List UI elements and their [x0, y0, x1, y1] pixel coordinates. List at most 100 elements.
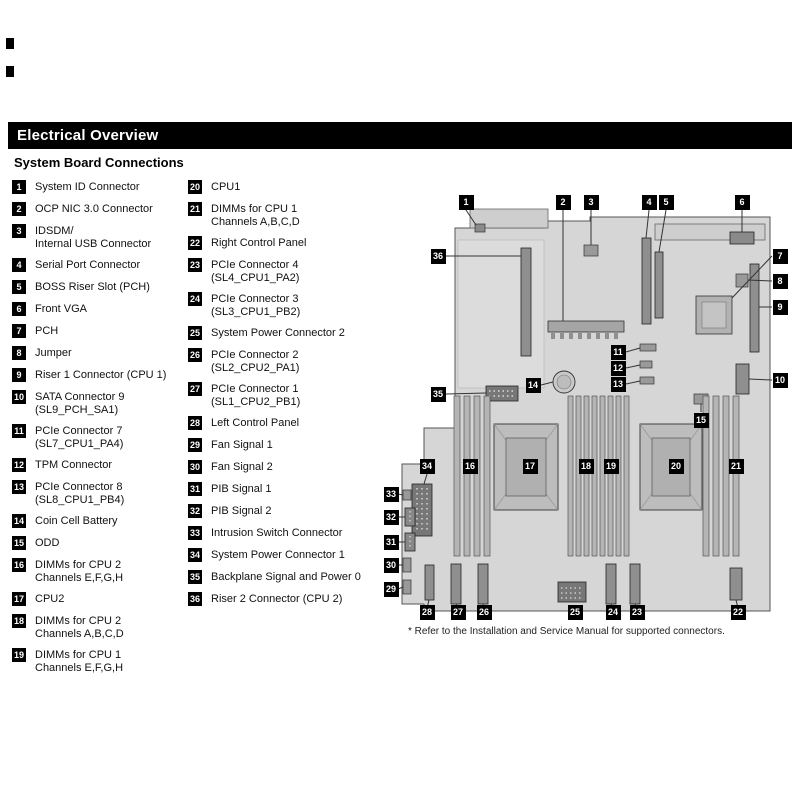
- print-mark: [6, 38, 14, 49]
- pcie8-connector: [639, 376, 655, 385]
- legend-label-14: Coin Cell Battery: [35, 515, 118, 527]
- legend-label-22: Right Control Panel: [211, 237, 307, 249]
- diagram-callout-23: 23: [629, 604, 645, 620]
- legend-badge-20: 20: [188, 180, 202, 194]
- legend-item-7: 7 PCH: [12, 324, 188, 338]
- diagram-callout-19: 19: [603, 458, 619, 474]
- diagram-callout-20: 20: [668, 458, 684, 474]
- legend-label-35: Backplane Signal and Power 0: [211, 571, 361, 583]
- legend-label-34: System Power Connector 1: [211, 549, 345, 561]
- diagram-callout-33: 33: [383, 486, 399, 502]
- legend-badge-8: 8: [12, 346, 26, 360]
- diagram-callout-16: 16: [462, 458, 478, 474]
- legend-label-1: System ID Connector: [35, 181, 140, 193]
- diagram-callout-29: 29: [383, 581, 399, 597]
- dimm-bank-cpu2-efgh: [453, 395, 491, 557]
- legend-item-3: 3 IDSDM/ Internal USB Connector: [12, 224, 188, 250]
- legend-label-33: Intrusion Switch Connector: [211, 527, 343, 539]
- diagram-callout-28: 28: [419, 604, 435, 620]
- serial-port-slot: [641, 237, 652, 325]
- rear-bracket-left: [469, 208, 549, 229]
- legend-label-11: PCIe Connector 7 (SL7_CPU1_PA4): [35, 425, 124, 450]
- legend-badge-7: 7: [12, 324, 26, 338]
- legend-badge-34: 34: [188, 548, 202, 562]
- diagram-callout-35: 35: [430, 386, 446, 402]
- legend-label-6: Front VGA: [35, 303, 87, 315]
- legend-label-16: DIMMs for CPU 2 Channels E,F,G,H: [35, 559, 124, 584]
- pcie1-slot: [450, 563, 462, 605]
- legend-badge-17: 17: [12, 592, 26, 606]
- legend-badge-4: 4: [12, 258, 26, 272]
- jumper: [735, 273, 749, 288]
- legend-label-8: Jumper: [35, 347, 72, 359]
- legend-badge-5: 5: [12, 280, 26, 294]
- diagram-callout-22: 22: [730, 604, 746, 620]
- footnote: * Refer to the Installation and Service …: [408, 626, 725, 637]
- legend-label-20: CPU1: [211, 181, 241, 193]
- tpm-connector: [639, 360, 653, 369]
- section-heading: System Board Connections: [14, 155, 184, 170]
- legend-item-29: 29 Fan Signal 1: [188, 438, 380, 452]
- legend-label-7: PCH: [35, 325, 59, 337]
- legend-badge-19: 19: [12, 648, 26, 662]
- legend-item-20: 20 CPU1: [188, 180, 380, 194]
- diagram-callout-25: 25: [567, 604, 583, 620]
- legend-badge-2: 2: [12, 202, 26, 216]
- system-id-connector: [474, 223, 486, 233]
- pcie4-slot: [629, 563, 641, 605]
- legend-label-23: PCIe Connector 4 (SL4_CPU1_PA2): [211, 259, 300, 284]
- diagram-callout-18: 18: [578, 458, 594, 474]
- backplane-connector: [485, 385, 519, 402]
- legend-label-29: Fan Signal 1: [211, 439, 273, 451]
- legend-badge-6: 6: [12, 302, 26, 316]
- diagram-callout-6: 6: [734, 194, 750, 210]
- legend-label-25: System Power Connector 2: [211, 327, 345, 339]
- legend-label-13: PCIe Connector 8 (SL8_CPU1_PB4): [35, 481, 125, 506]
- legend-label-27: PCIe Connector 1 (SL1_CPU2_PB1): [211, 383, 301, 408]
- diagram-callout-32: 32: [383, 509, 399, 525]
- legend-badge-29: 29: [188, 438, 202, 452]
- diagram-callout-5: 5: [658, 194, 674, 210]
- legend-badge-23: 23: [188, 258, 202, 272]
- legend-badge-27: 27: [188, 382, 202, 396]
- diagram-callout-15: 15: [693, 412, 709, 428]
- legend-badge-3: 3: [12, 224, 26, 238]
- legend-badge-36: 36: [188, 592, 202, 606]
- legend-item-13: 13 PCIe Connector 8 (SL8_CPU1_PB4): [12, 480, 188, 506]
- legend-label-3: IDSDM/ Internal USB Connector: [35, 225, 152, 250]
- legend-item-25: 25 System Power Connector 2: [188, 326, 380, 340]
- legend-badge-15: 15: [12, 536, 26, 550]
- legend-label-21: DIMMs for CPU 1 Channels A,B,C,D: [211, 203, 300, 228]
- legend-label-15: ODD: [35, 537, 60, 549]
- legend-label-24: PCIe Connector 3 (SL3_CPU1_PB2): [211, 293, 301, 318]
- diagram-callout-34: 34: [419, 458, 435, 474]
- legend-item-27: 27 PCIe Connector 1 (SL1_CPU2_PB1): [188, 382, 380, 408]
- legend-label-9: Riser 1 Connector (CPU 1): [35, 369, 167, 381]
- legend-badge-10: 10: [12, 390, 26, 404]
- legend-label-32: PIB Signal 2: [211, 505, 272, 517]
- legend-item-24: 24 PCIe Connector 3 (SL3_CPU1_PB2): [188, 292, 380, 318]
- legend-badge-24: 24: [188, 292, 202, 306]
- legend-item-4: 4 Serial Port Connector: [12, 258, 188, 272]
- legend-badge-18: 18: [12, 614, 26, 628]
- diagram-callout-26: 26: [476, 604, 492, 620]
- legend-badge-25: 25: [188, 326, 202, 340]
- legend-item-15: 15 ODD: [12, 536, 188, 550]
- board-svg: [397, 208, 773, 612]
- pcie3-slot: [605, 563, 617, 605]
- pch-chip: [695, 295, 733, 335]
- diagram-callout-31: 31: [383, 534, 399, 550]
- legend-badge-13: 13: [12, 480, 26, 494]
- legend-label-4: Serial Port Connector: [35, 259, 141, 271]
